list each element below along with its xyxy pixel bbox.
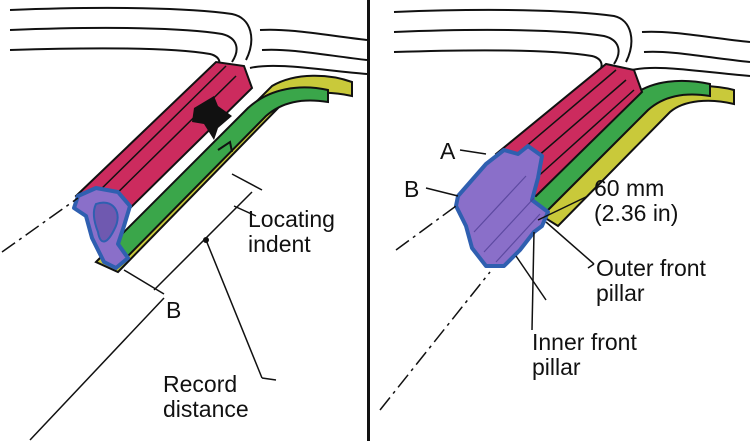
center-line-right bbox=[395, 205, 457, 251]
outer-front-pillar-label: Outer front pillar bbox=[596, 255, 706, 306]
locating-arrow-icon bbox=[192, 96, 232, 140]
left-panel: Locating indent B Record distance bbox=[0, 0, 367, 441]
cut-section-purple bbox=[454, 144, 550, 268]
cut-section-hatch bbox=[473, 175, 541, 263]
section-b-label-right: B bbox=[404, 176, 420, 202]
section-b-label-left: B bbox=[166, 297, 182, 323]
left-diagram-illustration bbox=[1, 6, 367, 441]
section-a-label: A bbox=[440, 138, 456, 164]
panel-divider bbox=[367, 0, 370, 441]
inner-front-pillar-label: Inner front pillar bbox=[532, 329, 637, 380]
record-point-marker bbox=[203, 237, 209, 243]
inner-pillar-green-right bbox=[528, 79, 711, 214]
dimension-label: 60 mm (2.36 in) bbox=[594, 175, 679, 226]
locating-indent-label: Locating indent bbox=[248, 206, 335, 257]
roof-frame-lines bbox=[9, 6, 367, 75]
locating-indent-notch bbox=[217, 140, 233, 153]
right-diagram-illustration bbox=[379, 8, 750, 411]
center-line bbox=[1, 197, 79, 253]
right-panel: A B 60 mm (2.36 in) Outer front pillar I… bbox=[370, 0, 750, 441]
dimension-lines bbox=[29, 173, 277, 441]
center-line-lower-right bbox=[379, 271, 491, 411]
leader-lines-right bbox=[425, 149, 595, 331]
inner-pillar-green bbox=[106, 86, 329, 260]
cross-section-inner-cavity bbox=[92, 201, 119, 243]
record-distance-label: Record distance bbox=[163, 371, 249, 422]
roof-frame-lines-right bbox=[393, 8, 750, 77]
